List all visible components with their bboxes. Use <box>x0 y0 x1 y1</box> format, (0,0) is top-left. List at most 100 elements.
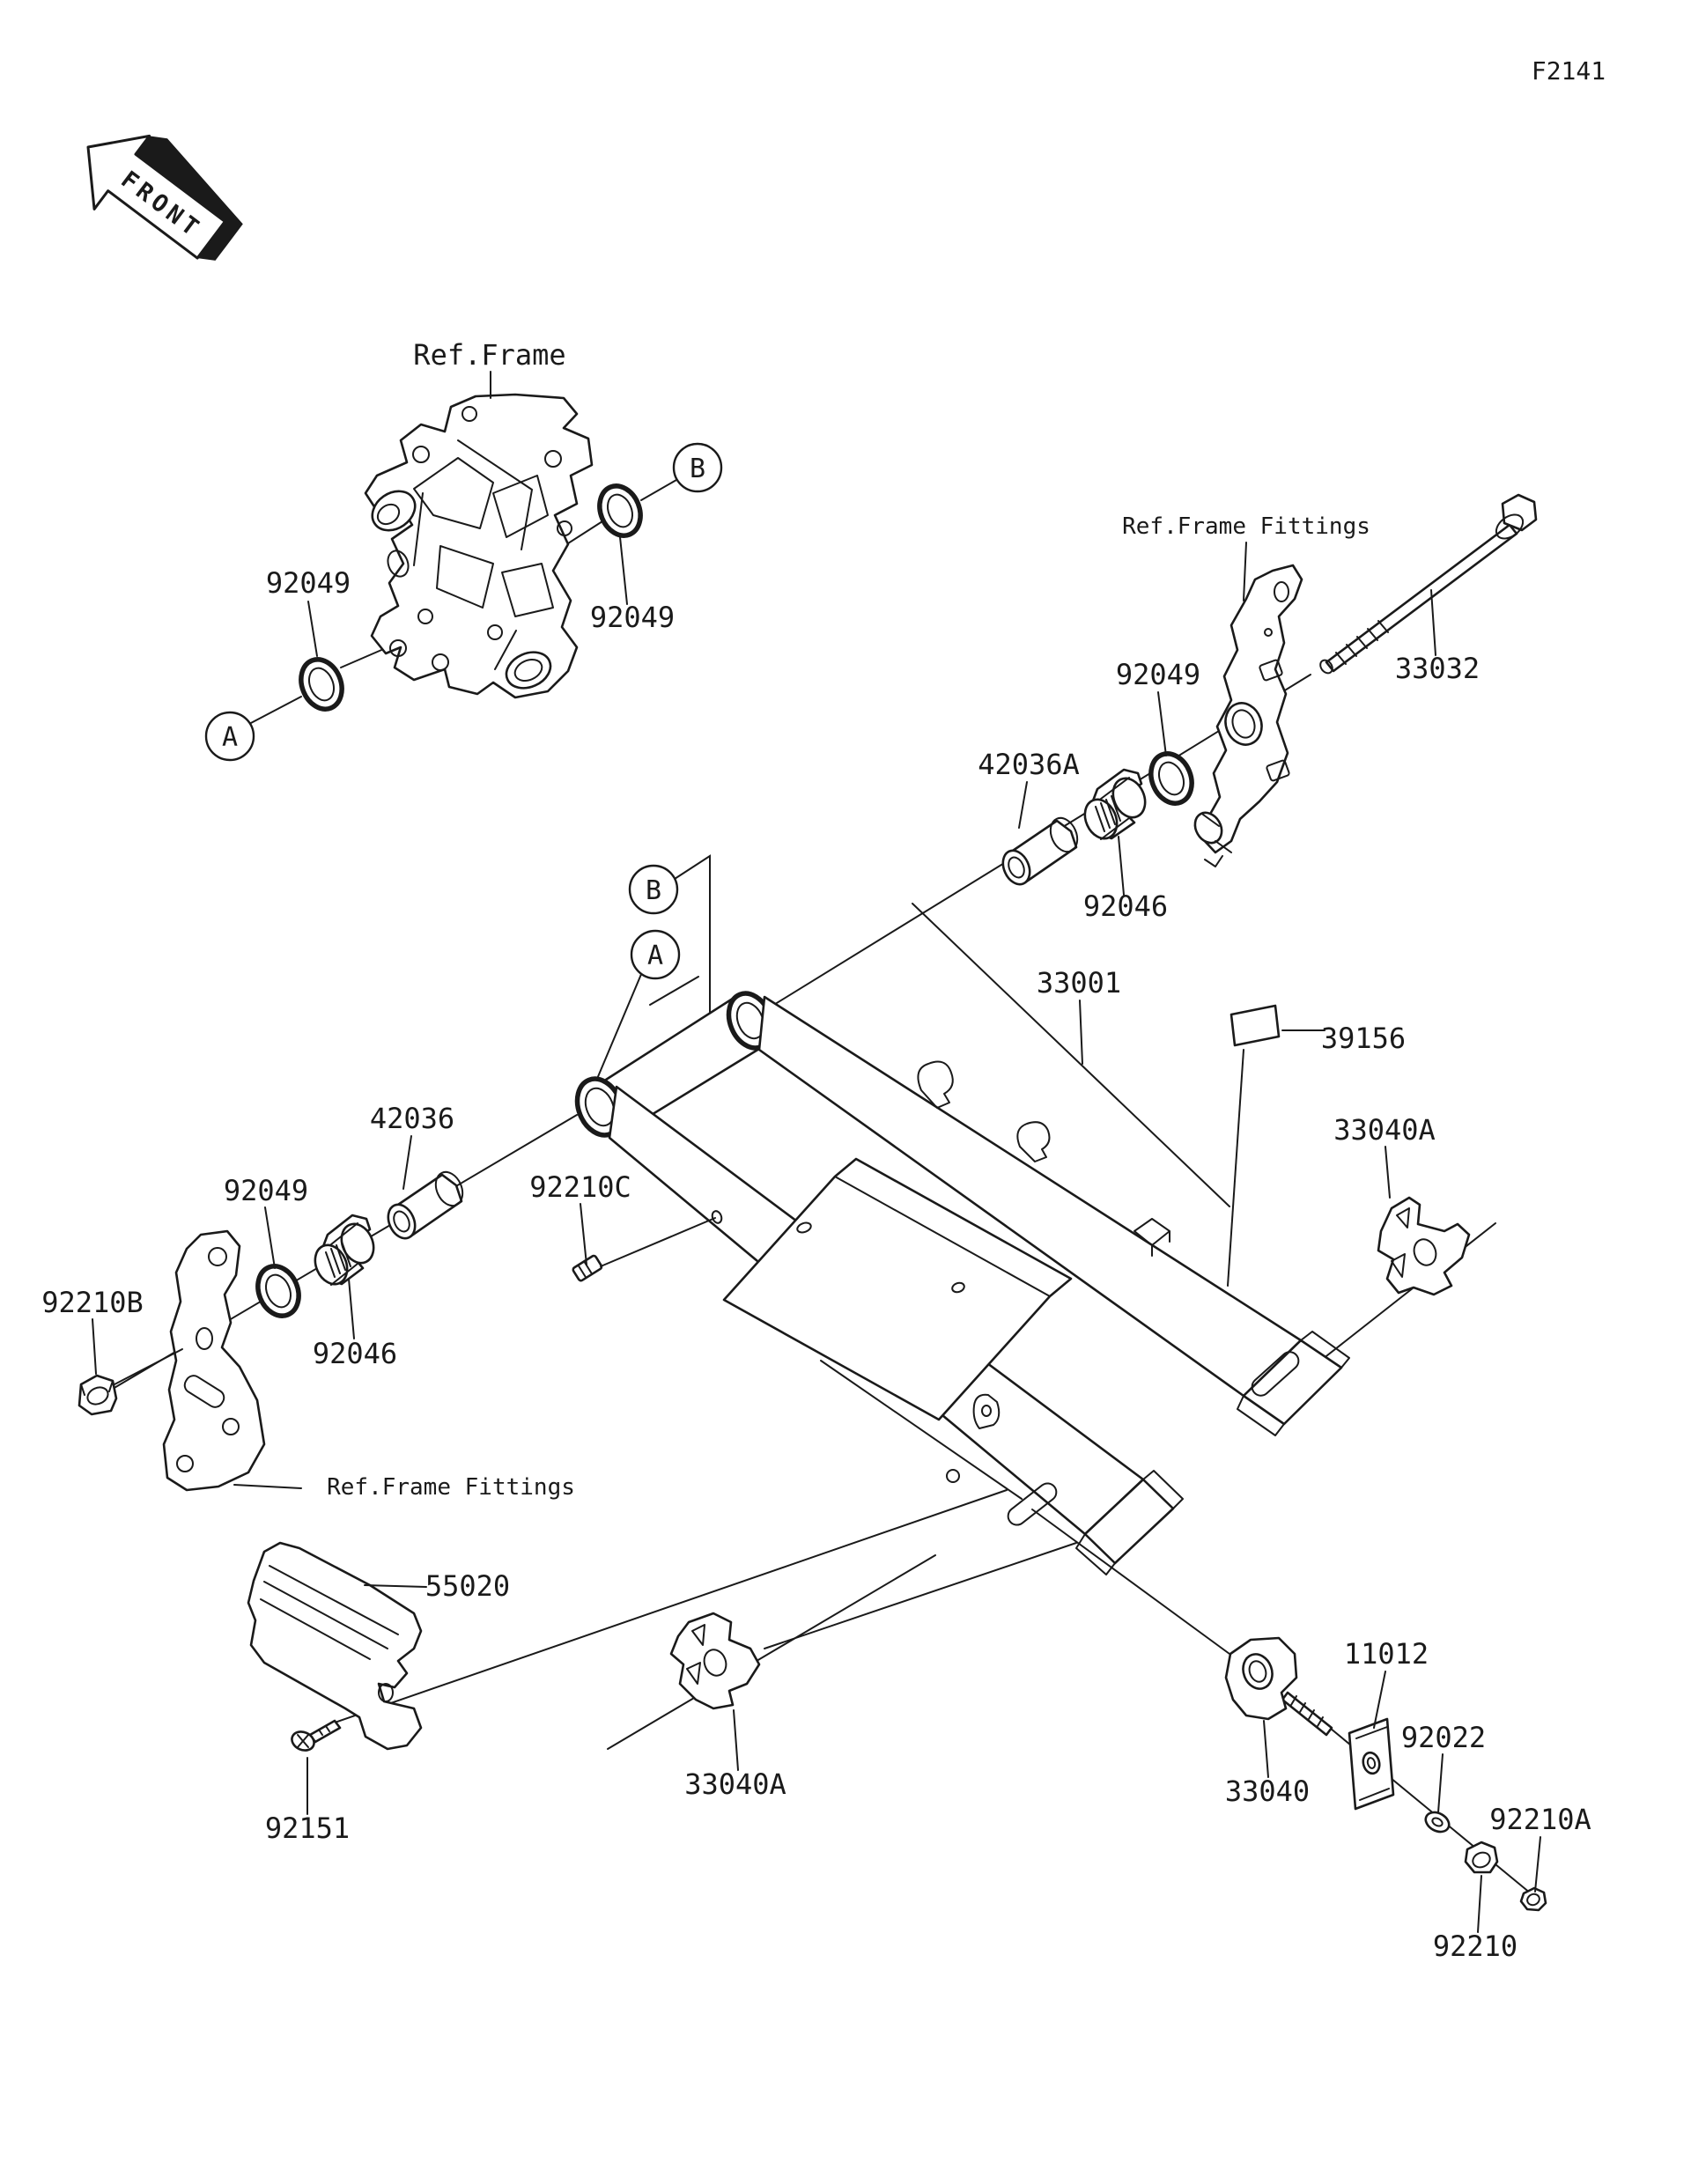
leader-92049-right <box>1157 691 1167 756</box>
part-label-33040a-bottom: 33040A <box>684 1767 786 1801</box>
part-label-92049-top-left: 92049 <box>266 566 351 600</box>
construction-line-1 <box>912 903 1230 1207</box>
construction-line-4 <box>820 1360 1023 1500</box>
leader-ref-frame-fittings-left <box>233 1484 302 1489</box>
leader-92210c-axis <box>600 1217 716 1267</box>
caution-label-39156 <box>1229 1004 1281 1047</box>
oil-seal-92049-left <box>255 1264 301 1318</box>
callout-circle-b <box>672 442 723 493</box>
callout-letter: B <box>690 454 705 484</box>
leader-42036a <box>1018 781 1028 829</box>
leader-33032 <box>1430 589 1436 656</box>
callout-a-connector <box>594 971 643 1086</box>
parts-layer <box>78 393 1547 1912</box>
part-label-33032: 33032 <box>1395 652 1480 685</box>
part-label-11012: 11012 <box>1344 1637 1429 1671</box>
construction-line-3 <box>607 1554 936 1750</box>
cap-11012 <box>1348 1717 1395 1811</box>
leader-ref-frame-fittings-right <box>1243 542 1247 601</box>
callout-circle-a <box>630 929 681 980</box>
construction-line-2 <box>334 1489 1008 1723</box>
part-label-92022: 92022 <box>1401 1721 1486 1754</box>
part-label-92210: 92210 <box>1433 1929 1517 1963</box>
leader-39156-long <box>1227 1049 1244 1287</box>
part-label-92151: 92151 <box>265 1811 350 1845</box>
screw-92151 <box>291 1719 342 1752</box>
part-label-33040: 33040 <box>1225 1774 1310 1808</box>
frame-fitting-bracket-left <box>162 1229 266 1492</box>
leader-92210b <box>92 1318 97 1375</box>
adjuster-cap-33040a-bottom <box>669 1612 761 1710</box>
part-label-92049-right: 92049 <box>1116 658 1200 691</box>
callout-letter: A <box>647 941 663 971</box>
part-label-92046-left: 92046 <box>313 1337 397 1370</box>
swingarm-33001 <box>574 991 1350 1575</box>
part-label-92049-mid-left: 92049 <box>224 1174 308 1207</box>
frame-bracket <box>364 393 594 699</box>
bearing-needles <box>1095 795 1121 832</box>
leader-92210a <box>1534 1836 1541 1893</box>
axis-line-left-adjuster <box>764 1542 1077 1649</box>
leader-lines <box>92 371 1541 1933</box>
leader-92210 <box>1477 1875 1482 1933</box>
part-label-33040a-right: 33040A <box>1333 1113 1436 1147</box>
needle-bearing-92046-right <box>1083 768 1147 840</box>
leader-11012 <box>1373 1671 1386 1729</box>
leader-callout-b-top <box>640 479 677 501</box>
leader-92022 <box>1437 1753 1444 1813</box>
part-label-code: F2141 <box>1532 56 1606 85</box>
oil-seal-92049-a <box>299 657 344 712</box>
cable-clip-2 <box>1016 1121 1051 1162</box>
leader-92210c <box>580 1203 587 1265</box>
part-label-ref-frame: Ref.Frame <box>413 338 565 372</box>
nut-92210 <box>1464 1841 1499 1874</box>
callout-b-mid: B <box>628 864 679 915</box>
oil-seal-92049-b <box>597 483 643 538</box>
front-arrow: FRONT <box>86 134 243 261</box>
callout-a-mid: A <box>630 929 681 980</box>
part-label-92046-right: 92046 <box>1083 889 1168 923</box>
leader-42036 <box>402 1135 412 1190</box>
part-label-92210b: 92210B <box>41 1286 144 1319</box>
construction-dash <box>649 976 699 1006</box>
leader-33040a-right <box>1385 1146 1391 1199</box>
part-label-ref-frame-fittings-left: Ref.Frame Fittings <box>327 1474 575 1501</box>
needle-bearing-92046-left <box>314 1214 375 1286</box>
front-arrow-face <box>86 134 226 260</box>
leader-55020 <box>364 1584 427 1588</box>
part-label-55020: 55020 <box>425 1569 510 1603</box>
part-label-39156: 39156 <box>1321 1022 1406 1055</box>
pivot-shaft-33032 <box>1319 493 1538 675</box>
bolt-92210c <box>572 1254 603 1282</box>
brake-hose-tab <box>972 1393 1001 1429</box>
leader-92049-mid-left <box>264 1206 276 1269</box>
axle-holder-33040 <box>1224 1636 1333 1737</box>
part-label-92210c: 92210C <box>529 1170 631 1204</box>
part-label-33001: 33001 <box>1037 966 1121 1000</box>
callout-a-left: A <box>204 711 255 762</box>
adjuster-cap-33040a-right <box>1377 1196 1471 1296</box>
part-label-42036: 42036 <box>370 1102 454 1135</box>
flange-nut-92210b <box>78 1374 118 1416</box>
axis-line-right-adjuster-a <box>1031 1509 1230 1655</box>
frame-fitting-arm-right <box>1193 564 1303 867</box>
part-label-92049-top-right: 92049 <box>590 601 675 634</box>
washer-92022 <box>1424 1811 1451 1834</box>
leader-33001 <box>1079 1000 1083 1065</box>
chain-guide-block <box>1133 1218 1170 1257</box>
callout-circle-a <box>204 711 255 762</box>
leader-92049-top-left <box>307 601 318 657</box>
part-label-ref-frame-fittings-right: Ref.Frame Fittings <box>1122 513 1370 540</box>
callout-b-top: B <box>672 442 723 493</box>
leader-92210b-axis <box>114 1348 183 1385</box>
callout-letter: A <box>222 722 238 753</box>
chain-guard-55020 <box>247 1541 423 1751</box>
part-label-92210a: 92210A <box>1489 1803 1591 1836</box>
leader-92046-right <box>1118 836 1125 896</box>
leader-33040 <box>1263 1720 1269 1778</box>
callout-circle-b <box>628 864 679 915</box>
